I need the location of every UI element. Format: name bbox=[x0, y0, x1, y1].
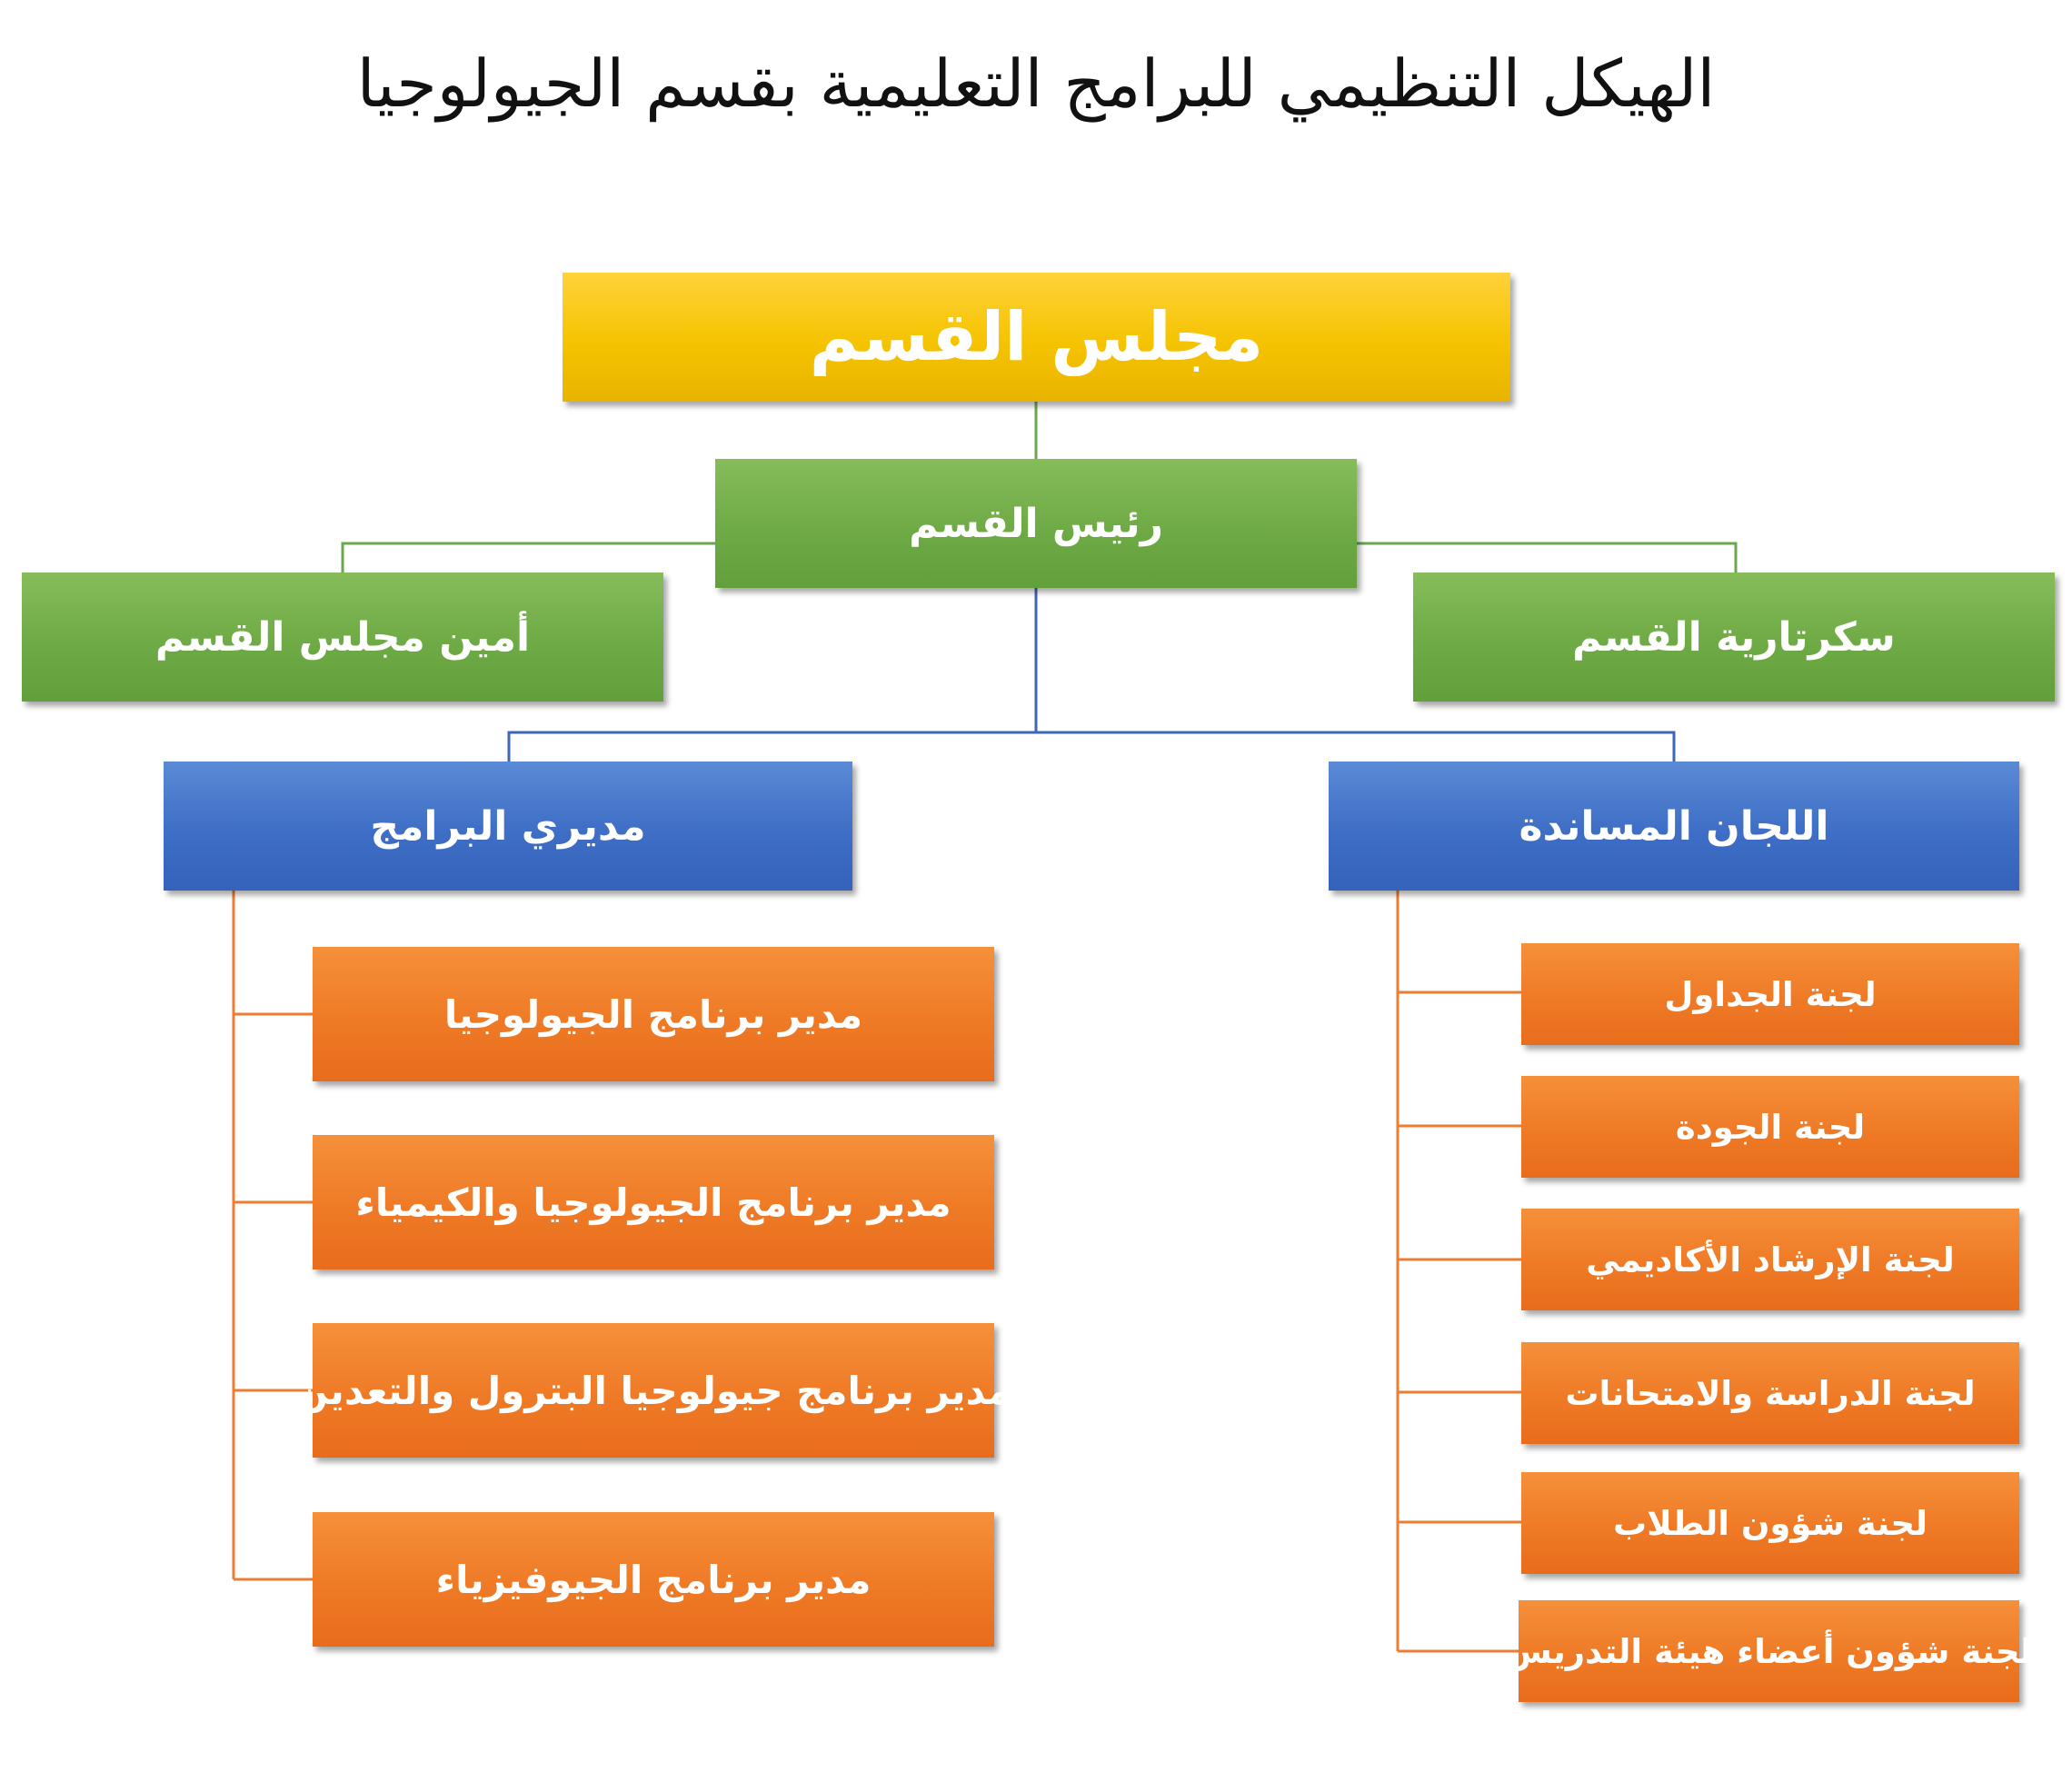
committee-item-label: لجنة شؤون أعضاء هيئة التدريس bbox=[1505, 1631, 2033, 1671]
program-item: مدير برنامج جيولوجيا البترول والتعدين bbox=[295, 1323, 1011, 1458]
program-item-label: مدير برنامج الجيوفيزياء bbox=[435, 1557, 872, 1602]
program-managers-box: مديري البرامج bbox=[164, 762, 852, 891]
committee-item: لجنة الإرشاد الأكاديمي bbox=[1521, 1209, 2019, 1310]
committee-item: لجنة شؤون أعضاء هيئة التدريس bbox=[1506, 1600, 2032, 1702]
connector-branch-h bbox=[507, 731, 1676, 762]
secretary-of-council-label: أمين مجلس القسم bbox=[154, 613, 531, 661]
committee-item: لجنة شؤون الطلاب bbox=[1521, 1472, 2019, 1574]
committees-label: اللجان المساندة bbox=[1519, 802, 1829, 850]
program-item: مدير برنامج الجيولوجيا bbox=[313, 947, 994, 1081]
head-box: رئيس القسم bbox=[715, 459, 1357, 588]
connector-head-secretary bbox=[341, 542, 715, 572]
secretary-of-council-box: أمين مجلس القسم bbox=[22, 572, 663, 702]
committees-box: اللجان المساندة bbox=[1329, 762, 2019, 891]
connector-head-secretariat bbox=[1357, 542, 1738, 572]
council-box: مجلس القسم bbox=[563, 273, 1510, 402]
committee-item-label: لجنة الجودة bbox=[1675, 1107, 1866, 1147]
head-label: رئيس القسم bbox=[909, 500, 1163, 547]
secretariat-label: سكرتارية القسم bbox=[1572, 613, 1896, 661]
program-managers-label: مديري البرامج bbox=[370, 802, 646, 850]
program-item: مدير برنامج الجيوفيزياء bbox=[313, 1512, 994, 1647]
committee-item: لجنة الجداول bbox=[1521, 943, 2019, 1045]
committee-item-label: لجنة الجداول bbox=[1664, 974, 1877, 1014]
committee-item: لجنة الدراسة والامتحانات bbox=[1521, 1342, 2019, 1444]
committee-item-label: لجنة الإرشاد الأكاديمي bbox=[1586, 1239, 1955, 1279]
page-title: الهيكل التنظيمي للبرامج التعليمية بقسم ا… bbox=[356, 45, 1716, 122]
council-label: مجلس القسم bbox=[809, 298, 1264, 376]
program-item: مدير برنامج الجيولوجيا والكيمياء bbox=[313, 1135, 994, 1269]
secretariat-box: سكرتارية القسم bbox=[1413, 572, 2055, 702]
committee-item-label: لجنة شؤون الطلاب bbox=[1613, 1503, 1928, 1543]
program-item-label: مدير برنامج الجيولوجيا والكيمياء bbox=[355, 1180, 951, 1225]
committee-item: لجنة الجودة bbox=[1521, 1076, 2019, 1178]
program-item-label: مدير برنامج الجيولوجيا bbox=[443, 991, 863, 1037]
program-item-label: مدير برنامج جيولوجيا البترول والتعدين bbox=[295, 1368, 1011, 1413]
committee-item-label: لجنة الدراسة والامتحانات bbox=[1565, 1373, 1976, 1413]
